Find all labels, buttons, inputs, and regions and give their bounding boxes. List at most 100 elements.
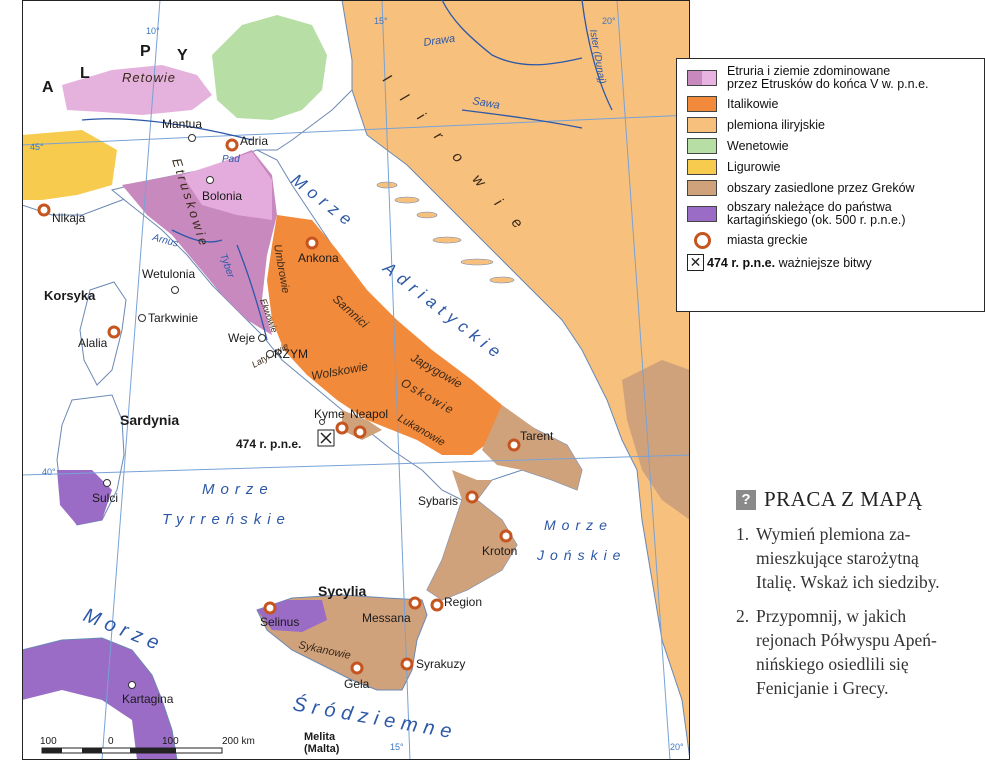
deg-label: 40° xyxy=(42,467,56,477)
area-grecy-balkan xyxy=(622,360,690,520)
deg-label: 10° xyxy=(146,26,160,36)
scale-bar xyxy=(41,747,223,754)
map: 10° 15° 20° 45° 40° 15° 20° A L P Y Draw… xyxy=(22,0,690,760)
area-grecy-calabria xyxy=(427,470,517,600)
area-etruria-light xyxy=(182,152,272,220)
city-label: Adria xyxy=(240,134,268,148)
city-label: Wetulonia xyxy=(142,267,195,281)
map-legend: Etruria i ziemie zdominowane przez Etrus… xyxy=(676,58,985,312)
task-line: mieszkujące starożytną xyxy=(756,548,919,568)
city-label: Bolonia xyxy=(202,189,242,203)
legend-item-grecy: obszary zasiedlone przez Greków xyxy=(687,180,980,196)
river-label: Pad xyxy=(222,154,240,165)
adriatic-islands xyxy=(376,181,515,284)
task-title: PRACA Z MAPĄ xyxy=(764,487,923,511)
river-label: Sawa xyxy=(471,95,500,112)
city-label: Kroton xyxy=(482,544,517,558)
etruscan-north-band xyxy=(62,65,212,115)
city-label: Alalia xyxy=(78,336,108,350)
area-grecy-apulia xyxy=(482,405,582,490)
battle-icon: ✕ xyxy=(687,254,704,271)
task-line: Wymień plemiona za- xyxy=(756,524,911,544)
mountain-letter: A xyxy=(42,79,54,96)
city-label: Syrakuzy xyxy=(416,657,465,671)
island-label: Melita xyxy=(304,731,336,743)
legend-swatch xyxy=(687,206,717,222)
sea-label: Morze xyxy=(544,517,613,533)
land-corsica xyxy=(79,281,127,386)
task-header: ? PRACA Z MAPĄ xyxy=(736,487,985,512)
task-line: rejonach Półwyspu Apeń- xyxy=(756,630,937,650)
city-label: Nikaja xyxy=(52,211,86,225)
area-wenetowie xyxy=(212,15,327,120)
deg-label: 15° xyxy=(374,16,388,26)
city-label: Kyme xyxy=(314,407,345,421)
battle-icon xyxy=(317,429,335,447)
river-label: Drawa xyxy=(423,33,456,49)
legend-swatch xyxy=(687,96,717,112)
legend-label: ważniejsze bitwy xyxy=(778,255,872,270)
task-line: Przypomnij, w jakich xyxy=(756,606,907,626)
scale-label: 200 km xyxy=(222,736,255,747)
task-panel: ? PRACA Z MAPĄ 1. Wymień plemiona za- mie… xyxy=(736,487,985,700)
task-item: 1. Wymień plemiona za- mieszkujące staroż… xyxy=(736,522,985,594)
area-italikowie xyxy=(267,215,502,455)
legend-swatch xyxy=(687,70,717,86)
scale-label: 100 xyxy=(40,736,57,747)
legend-label: Ligurowie xyxy=(727,159,781,174)
deg-label: 15° xyxy=(390,742,404,752)
legend-item-wenetowie: Wenetowie xyxy=(687,138,980,154)
graticule xyxy=(22,0,690,760)
island-label: Sycylia xyxy=(318,583,366,599)
legend-battle-year: 474 r. p.n.e. xyxy=(707,255,776,270)
task-item: 2. Przypomnij, w jakich rejonach Półwyspu… xyxy=(736,604,985,700)
legend-label: obszary należące do państwa xyxy=(727,200,892,214)
legend-label: plemiona iliryjskie xyxy=(727,117,825,132)
city-label: Gela xyxy=(344,677,370,691)
island-label: Sardynia xyxy=(120,412,179,428)
map-svg: 10° 15° 20° 45° 40° 15° 20° A L P Y Draw… xyxy=(22,0,690,760)
scale-label: 0 xyxy=(108,736,114,747)
task-number: 1. xyxy=(736,524,750,544)
legend-swatch xyxy=(687,138,717,154)
city-label: Tarent xyxy=(520,429,554,443)
city-label: Mantua xyxy=(162,117,202,131)
legend-item-ligurowie: Ligurowie xyxy=(687,159,980,175)
city-label: Sulci xyxy=(92,491,118,505)
battle-label: 474 r. p.n.e. xyxy=(236,437,301,451)
mountain-letter: P xyxy=(140,43,151,60)
legend-item-etruria: Etruria i ziemie zdominowane przez Etrus… xyxy=(687,65,980,91)
rivers xyxy=(81,0,613,341)
task-line: Italię. Wskaż ich siedziby. xyxy=(756,572,940,592)
legend-label: obszary zasiedlone przez Greków xyxy=(727,180,915,195)
deg-label: 20° xyxy=(670,742,684,752)
island-label: Korsyka xyxy=(44,288,96,303)
legend-label: miasta greckie xyxy=(727,233,808,247)
deg-label: 45° xyxy=(30,142,44,152)
question-icon: ? xyxy=(736,489,756,510)
city-label: Messana xyxy=(362,611,411,625)
mountain-letter: Y xyxy=(177,47,188,64)
legend-label: Wenetowie xyxy=(727,138,789,153)
city-dots xyxy=(103,134,325,689)
legend-item-iliryjskie: plemiona iliryjskie xyxy=(687,117,980,133)
legend-label: Etruria i ziemie zdominowane xyxy=(727,64,891,78)
city-label: Tarkwinie xyxy=(148,311,198,325)
legend-label: kartagińskiego (ok. 500 r. p.n.e.) xyxy=(727,213,906,227)
land-balkans xyxy=(321,0,690,760)
city-label: Kartagina xyxy=(122,692,174,706)
greek-city-icon xyxy=(687,232,717,249)
city-label: Sybaris xyxy=(418,494,458,508)
city-label: Region xyxy=(444,595,482,609)
task-number: 2. xyxy=(736,606,750,626)
legend-swatch xyxy=(687,159,717,175)
area-kartagina-sardinia xyxy=(57,470,112,525)
sea-label: Morze xyxy=(202,481,274,498)
island-label: (Malta) xyxy=(304,743,340,755)
task-line: Fenicjanie i Grecy. xyxy=(756,678,889,698)
city-label: RZYM xyxy=(274,347,308,361)
area-grecy-campania xyxy=(342,410,382,440)
city-label: Ankona xyxy=(298,251,339,265)
legend-swatch xyxy=(687,180,717,196)
sea-label: Tyrreńskie xyxy=(162,511,291,528)
